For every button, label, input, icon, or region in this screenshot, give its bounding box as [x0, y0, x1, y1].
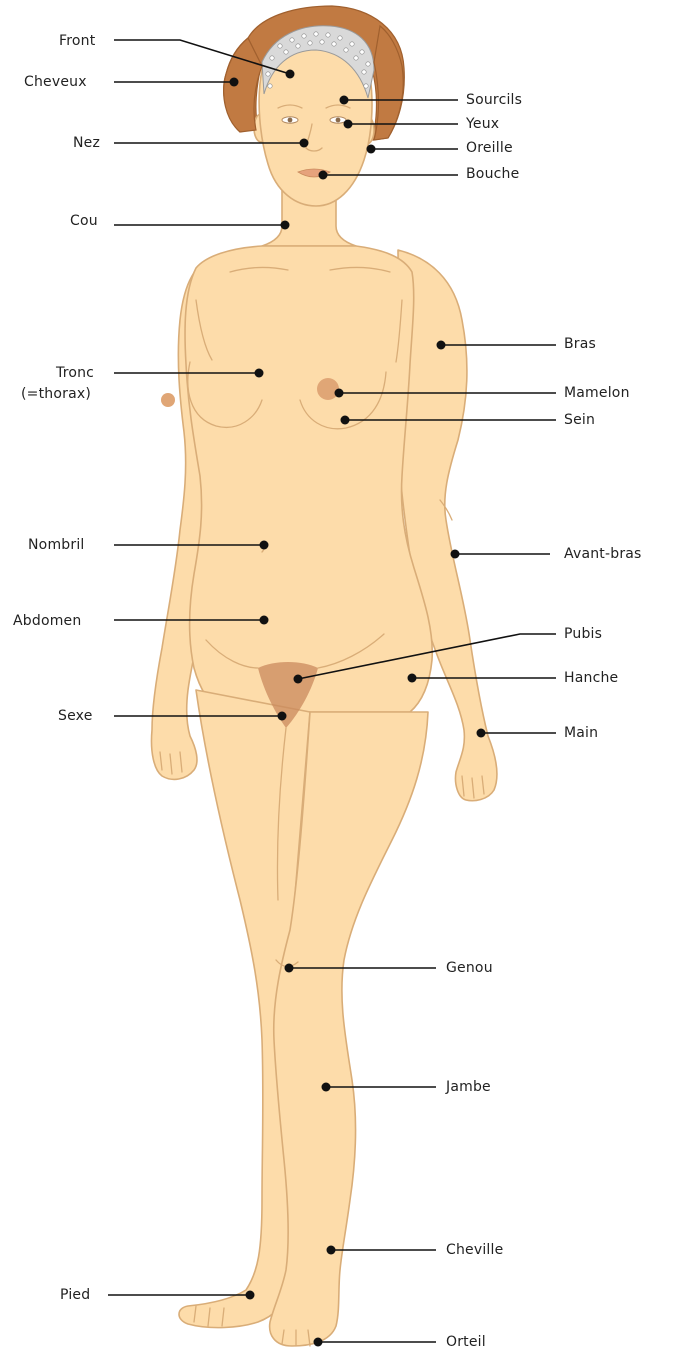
dot-bouche [319, 171, 328, 180]
dot-jambe [322, 1083, 331, 1092]
dot-main [477, 729, 486, 738]
label-mamelon: Mamelon [564, 385, 630, 401]
label-yeux: Yeux [465, 116, 499, 132]
torso [185, 246, 432, 712]
dot-mamelon [335, 389, 344, 398]
label-avant-bras: Avant-bras [564, 546, 642, 562]
label-orteil: Orteil [446, 1334, 486, 1350]
dot-front [286, 70, 295, 79]
dot-orteil [314, 1338, 323, 1347]
areola-right [317, 378, 339, 400]
dot-cheville [327, 1246, 336, 1255]
dot-hanche [408, 674, 417, 683]
dot-pubis [294, 675, 303, 684]
hair-side-right [374, 26, 403, 140]
label-cheville: Cheville [446, 1242, 503, 1258]
label-jambe: Jambe [445, 1079, 491, 1095]
label-abdomen: Abdomen [13, 613, 81, 629]
female-body-figure [151, 6, 496, 1346]
label-sourcils: Sourcils [466, 92, 522, 108]
dot-sourcils [340, 96, 349, 105]
label-tronc: Tronc [55, 365, 94, 381]
dot-abdomen [260, 616, 269, 625]
label-oreille: Oreille [466, 140, 513, 156]
dot-nez [300, 139, 309, 148]
label-cou: Cou [70, 213, 98, 229]
dot-bras [437, 341, 446, 350]
dot-cou [281, 221, 290, 230]
dot-sexe [278, 712, 287, 721]
dot-sein [341, 416, 350, 425]
label-bouche: Bouche [466, 166, 519, 182]
label-genou: Genou [446, 960, 493, 976]
dot-avant-bras [451, 550, 460, 559]
label-pubis: Pubis [564, 626, 602, 642]
label-cheveux: Cheveux [24, 74, 87, 90]
label-sein: Sein [564, 412, 595, 428]
dot-cheveux [230, 78, 239, 87]
dot-oreille [367, 145, 376, 154]
label-hanche: Hanche [564, 670, 618, 686]
label-pied: Pied [60, 1287, 90, 1303]
dot-nombril [260, 541, 269, 550]
areola-left [161, 393, 175, 407]
dot-yeux [344, 120, 353, 129]
label-bras: Bras [564, 336, 596, 352]
dot-tronc [255, 369, 264, 378]
label-front: Front [59, 33, 96, 49]
label-nombril: Nombril [28, 537, 85, 553]
dot-genou [285, 964, 294, 973]
label-sexe: Sexe [58, 708, 93, 724]
label-tronc-sub: (=thorax) [21, 386, 91, 402]
label-main: Main [564, 725, 598, 741]
dot-pied [246, 1291, 255, 1300]
label-nez: Nez [73, 135, 100, 151]
